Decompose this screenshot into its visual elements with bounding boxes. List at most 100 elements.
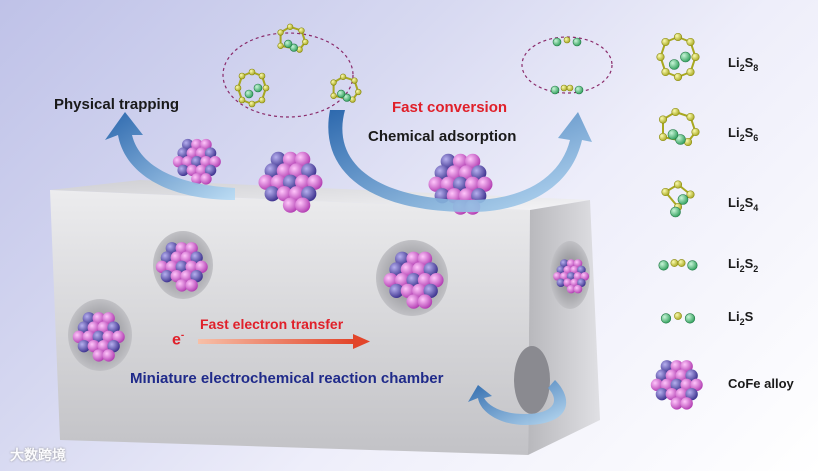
li2s-molecule xyxy=(553,37,581,46)
legend-item-li2s4: Li2S4 xyxy=(662,181,759,217)
legend-label: CoFe alloy xyxy=(728,376,795,391)
li2s2-molecule-icon xyxy=(659,259,697,270)
sulfur-atom xyxy=(687,68,695,76)
sulfur-atom xyxy=(674,181,682,189)
fast-conversion-label: Fast conversion xyxy=(392,99,507,116)
floating-molecules xyxy=(551,37,583,94)
lithium-atom xyxy=(678,195,688,205)
li2s6-molecule-icon xyxy=(659,108,699,146)
lithium-atom xyxy=(671,207,681,217)
co-atom xyxy=(574,285,583,294)
sulfur-atom xyxy=(687,113,695,121)
co-atom xyxy=(418,294,432,308)
sulfur-atom xyxy=(299,28,305,34)
li2s6-molecule xyxy=(331,74,361,102)
sulfur-atom xyxy=(687,191,695,199)
sulfur-atom xyxy=(340,74,346,80)
lithium-atom xyxy=(254,84,262,92)
sulfur-atom xyxy=(331,93,337,99)
sulfur-atom xyxy=(235,85,241,91)
sulfur-atom xyxy=(674,73,682,81)
lithium-atom xyxy=(573,38,581,46)
sulfur-atom xyxy=(671,259,678,266)
sulfur-atom xyxy=(259,73,265,79)
electron-charge: - xyxy=(181,330,184,341)
lithium-atom xyxy=(553,38,561,46)
fast-electron-transfer-label: Fast electron transfer xyxy=(200,316,343,332)
lithium-atom xyxy=(688,261,698,271)
sulfur-atom xyxy=(239,73,245,79)
watermark: 大数跨境 xyxy=(10,445,66,465)
lithium-atom xyxy=(245,90,253,98)
co-atom xyxy=(295,198,310,213)
sulfur-atom xyxy=(674,33,682,41)
co-atom xyxy=(102,349,114,361)
cofe-cluster xyxy=(651,360,703,410)
legend-item-li2s8: Li2S8 xyxy=(657,33,759,81)
polysulfide-group-left xyxy=(223,24,361,117)
lithium-atom xyxy=(668,130,678,140)
li2s8-molecule-icon xyxy=(657,33,700,81)
legend-label: Li2S xyxy=(728,309,754,327)
sulfur-atom xyxy=(259,97,265,103)
sulfur-atom xyxy=(659,116,667,124)
sulfur-atom xyxy=(287,24,293,30)
lithium-atom xyxy=(661,314,671,324)
sulfur-atom xyxy=(662,38,670,46)
lithium-atom xyxy=(659,261,669,271)
li2s2-molecule xyxy=(551,85,583,94)
sulfur-atom xyxy=(564,37,570,43)
co-atom xyxy=(185,279,197,291)
sulfur-atom xyxy=(672,108,680,116)
sulfur-atom xyxy=(662,68,670,76)
electron-symbol: e xyxy=(172,331,181,348)
reaction-chamber-label: Miniature electrochemical reaction chamb… xyxy=(130,370,443,387)
sulfur-atom xyxy=(331,80,337,86)
electron-label: e- xyxy=(172,330,184,349)
sulfur-atom xyxy=(249,101,255,107)
lithium-atom xyxy=(685,314,695,324)
co-atom xyxy=(680,397,692,409)
chemical-adsorption-label: Chemical adsorption xyxy=(368,128,516,145)
floating-molecules xyxy=(235,24,361,107)
legend-label: Li2S8 xyxy=(728,55,758,73)
polysulfide-group-right xyxy=(522,37,612,94)
sulfur-atom xyxy=(249,69,255,75)
sulfur-atom xyxy=(687,38,695,46)
legend-item-li2s6: Li2S6 xyxy=(659,108,758,146)
legend-item-li2s2: Li2S2 xyxy=(659,256,758,274)
sulfur-atom xyxy=(692,128,700,136)
li2s-molecule-icon xyxy=(661,312,695,323)
sulfur-atom xyxy=(674,312,681,319)
li2s6-molecule xyxy=(278,24,308,53)
lithium-atom xyxy=(284,40,292,48)
sulfur-atom xyxy=(567,85,573,91)
sulfur-atom xyxy=(561,85,567,91)
physical-trapping-label: Physical trapping xyxy=(54,96,179,113)
li2s4-molecule-icon xyxy=(662,181,695,217)
lithium-atom xyxy=(681,52,691,62)
sulfur-atom xyxy=(659,133,667,141)
lithium-atom xyxy=(337,90,345,98)
sulfur-atom xyxy=(302,39,308,45)
sulfur-atom xyxy=(239,97,245,103)
sulfur-atom xyxy=(662,188,670,196)
co-atom xyxy=(200,173,211,184)
cofe-cluster xyxy=(173,139,221,185)
sulfur-atom xyxy=(263,85,269,91)
legend-item-cofe: CoFe alloy xyxy=(651,360,795,410)
li2s8-molecule xyxy=(235,69,269,107)
sulfur-atom xyxy=(352,78,358,84)
lithium-atom xyxy=(669,60,679,70)
legend-label: Li2S6 xyxy=(728,125,758,143)
sulfur-atom xyxy=(692,53,700,61)
lithium-atom xyxy=(551,86,559,94)
sulfur-atom xyxy=(355,89,361,95)
lithium-atom xyxy=(575,86,583,94)
legend-label: Li2S2 xyxy=(728,256,758,274)
sulfur-atom xyxy=(278,30,284,36)
pore-hole xyxy=(514,346,550,414)
dashed-boundary xyxy=(522,37,612,93)
